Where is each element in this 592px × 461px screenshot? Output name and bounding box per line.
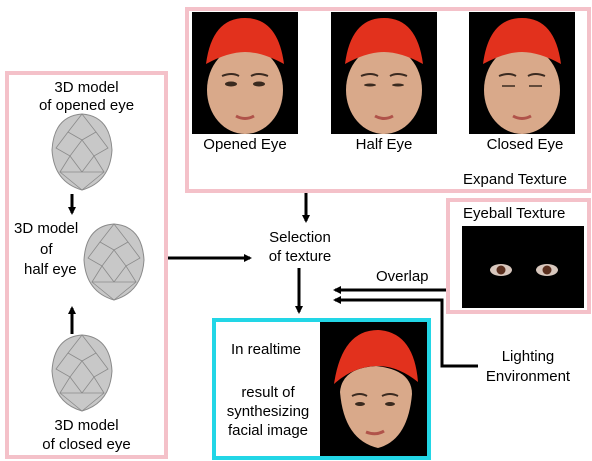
arrow-lighting	[335, 300, 478, 366]
